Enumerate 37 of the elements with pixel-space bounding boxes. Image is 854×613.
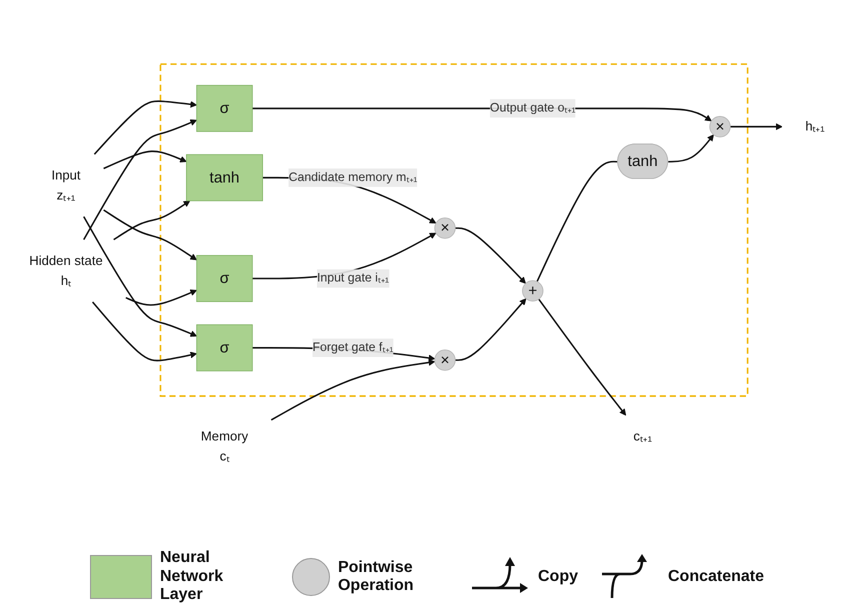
legend-text: Copy: [538, 568, 578, 586]
node-text: Hidden state hₜ: [29, 253, 103, 288]
connector: [536, 160, 618, 282]
node-box: [196, 254, 253, 302]
arrow: [103, 150, 187, 169]
arrow: [126, 289, 197, 306]
node-box: [186, 154, 263, 201]
arrow: [270, 358, 436, 420]
cluster: [160, 62, 748, 396]
node-circle: [522, 280, 544, 302]
edge-label: Input gate iₜ₊₁: [316, 271, 389, 284]
edge-label: Output gate oₜ₊₁: [490, 101, 576, 114]
arrow: [83, 216, 197, 336]
node-box: [196, 324, 253, 371]
arrow: [455, 298, 526, 360]
arrow: [83, 118, 197, 240]
node-box: [196, 84, 253, 132]
arrow: [103, 208, 197, 260]
node-text: Input zₜ₊₁: [51, 168, 81, 202]
node-text: Memory cₜ: [200, 428, 248, 464]
legend-text: Neural Network Layer: [160, 549, 224, 605]
node-circle: [434, 217, 456, 238]
node-text: hₜ₊₁: [805, 118, 825, 134]
node-circle: [434, 349, 456, 370]
legend-text: Pointwise Operation: [338, 558, 415, 596]
edge-label: Forget gate fₜ₊₁: [312, 340, 394, 354]
node-circle: [709, 116, 731, 137]
legend-text: Concatenate: [668, 568, 764, 586]
arrow: [668, 134, 714, 162]
node-text: cₜ₊₁: [633, 428, 652, 444]
arrow: [113, 200, 190, 240]
arrow: [455, 226, 526, 284]
arrow: [94, 100, 197, 154]
arrow: [730, 122, 783, 130]
arrow: [92, 301, 197, 361]
arrow: [538, 298, 626, 416]
edge-label: Candidate memory mₜ₊₁: [288, 170, 418, 184]
